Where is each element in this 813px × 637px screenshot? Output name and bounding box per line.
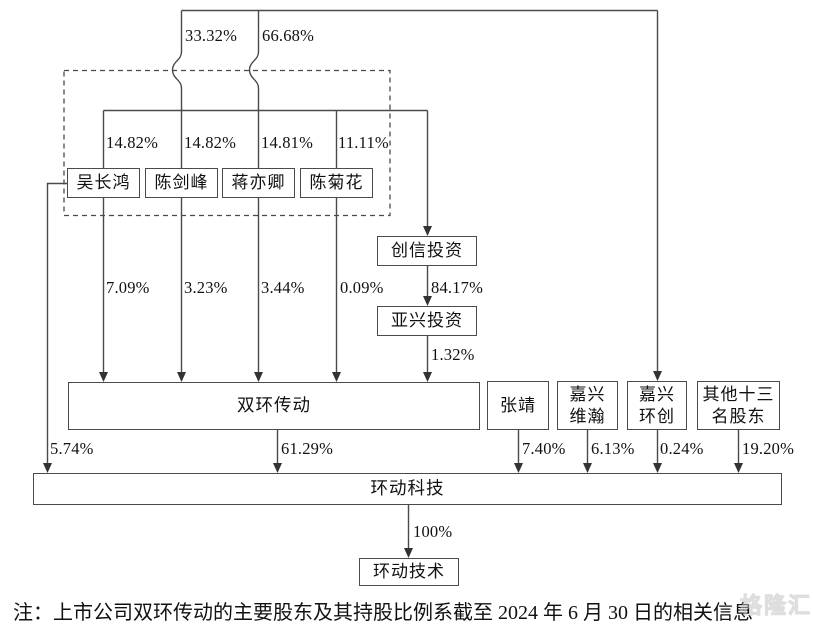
node-label: 名股东 [711,406,766,426]
pct-jiaxing-weihan-huandong-keji: 6.13% [591,439,635,458]
node-jiaxing-weihan: 嘉兴 维瀚 [557,381,618,430]
pct-chen-jianfeng-chuangxin: 14.82% [184,133,237,152]
node-label: 张靖 [500,395,536,415]
node-zhang-jing: 张靖 [487,381,549,430]
line-break-squiggle [171,51,183,89]
node-chen-juhua: 陈菊花 [300,168,373,198]
pct-yaxing-shuanghuan: 1.32% [431,345,475,364]
pct-wu-changhong-huandong-keji: 5.74% [50,439,94,458]
node-label: 陈剑峰 [154,173,209,193]
line-break-squiggle [248,51,260,89]
node-jiaxing-huanchuang: 嘉兴 环创 [627,381,687,430]
pct-chen-juhua-shuanghuan: 0.09% [340,278,384,297]
dashed-group-box [63,69,391,217]
node-shuanghuan-transmission: 双环传动 [68,382,480,430]
node-yaxing-investment: 亚兴投资 [377,306,477,336]
node-label: 嘉兴 [569,385,606,405]
node-label: 创信投资 [391,241,463,261]
node-label: 陈菊花 [309,173,364,193]
node-label: 环动技术 [373,562,445,582]
node-label: 嘉兴 [639,385,675,405]
pct-chen-jianfeng-shuanghuan: 3.23% [184,278,228,297]
pct-other-thirteen-huandong-keji: 19.20% [742,439,795,458]
node-label: 双环传动 [237,395,311,416]
node-huandong-jishu: 环动技术 [359,558,459,586]
pct-jiang-yiqing-chuangxin: 14.81% [261,133,314,152]
pct-huandong-keji-huandong-jishu: 100% [413,522,453,541]
node-label: 蒋亦卿 [231,173,286,193]
node-other-thirteen-shareholders: 其他十三 名股东 [697,381,780,430]
pct-wu-changhong-chuangxin: 14.82% [106,133,159,152]
node-label: 亚兴投资 [391,311,463,331]
pct-jiang-yiqing-shuanghuan: 3.44% [261,278,305,297]
node-jiang-yiqing: 蒋亦卿 [222,168,295,198]
pct-zhang-jing-huandong-keji: 7.40% [522,439,566,458]
node-chuangxin-investment: 创信投资 [377,236,477,266]
pct-jiaxing-huanchuang-huandong-keji: 0.24% [660,439,704,458]
node-huandong-keji: 环动科技 [33,473,782,505]
pct-chuangxin-yaxing: 84.17% [431,278,484,297]
node-label: 其他十三 [702,385,775,405]
pct-jiang-yiqing-jiaxing-huanchuang: 66.68% [262,26,315,45]
node-chen-jianfeng: 陈剑峰 [145,168,218,198]
node-label: 环创 [639,406,675,426]
pct-chen-juhua-chuangxin: 11.11% [338,133,389,152]
node-label: 吴长鸿 [76,173,131,193]
node-wu-changhong: 吴长鸿 [67,168,140,198]
node-label: 环动科技 [370,478,445,499]
pct-chen-jianfeng-jiaxing-huanchuang: 33.32% [185,26,238,45]
node-label: 维瀚 [569,406,606,426]
footnote: 注：上市公司双环传动的主要股东及其持股比例系截至 2024 年 6 月 30 日… [13,602,753,624]
pct-shuanghuan-huandong-keji: 61.29% [281,439,334,458]
pct-wu-changhong-shuanghuan: 7.09% [106,278,150,297]
